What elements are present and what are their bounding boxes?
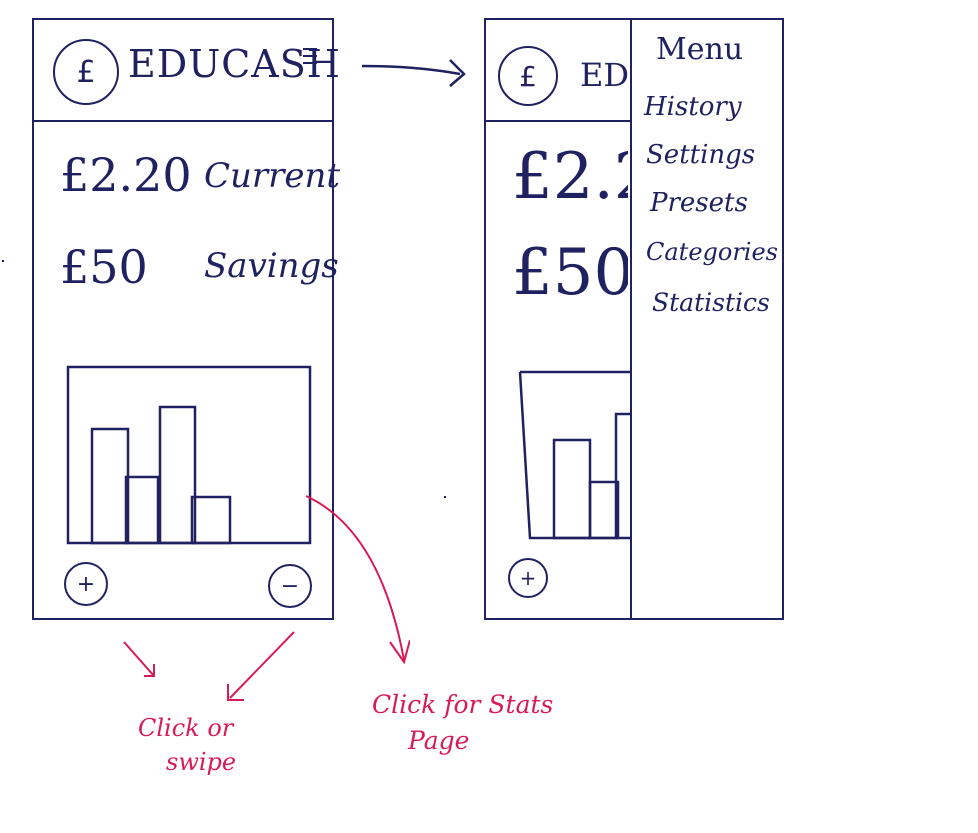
left-phone-frame: [32, 18, 334, 620]
menu-item-presets[interactable]: Presets: [650, 188, 748, 218]
left-header-divider: [32, 120, 334, 122]
chart-bar: [588, 480, 620, 540]
annotation-arrow-icon: [229, 631, 295, 699]
add-button[interactable]: +: [64, 562, 108, 606]
right-header-divider: [484, 120, 632, 122]
spending-chart[interactable]: [66, 365, 312, 547]
menu-item-categories[interactable]: Categories: [646, 238, 778, 266]
menu-title: Menu: [656, 32, 744, 67]
annotation-click-or-swipe-1: Click or: [138, 714, 234, 742]
stray-dot: [2, 260, 4, 262]
annotation-arrow-icon: [305, 495, 405, 661]
menu-item-history[interactable]: History: [644, 92, 742, 122]
side-menu-drawer: [630, 20, 782, 618]
hamburger-menu-button[interactable]: [303, 46, 317, 66]
subtract-button[interactable]: −: [268, 564, 312, 608]
current-amount: £2.20: [60, 148, 192, 202]
savings-label: Savings: [204, 246, 339, 286]
annotation-stats-page-2: Page: [408, 726, 470, 755]
menu-item-settings[interactable]: Settings: [646, 140, 756, 170]
chart-bar: [90, 427, 130, 545]
annotation-arrows: [123, 495, 410, 701]
savings-amount-partial: £50: [512, 236, 628, 310]
navigation-arrow-icon: [361, 59, 466, 87]
current-amount-partial: £2.2: [512, 140, 628, 214]
savings-amount: £50: [60, 240, 148, 294]
right-phone-frame: [484, 18, 784, 620]
pound-coin-logo-icon: £: [498, 46, 558, 106]
stray-dot: [444, 496, 446, 498]
annotation-stats-page-1: Click for Stats: [372, 690, 554, 719]
chart-bar: [190, 495, 232, 545]
current-label: Current: [204, 156, 341, 196]
chart-bar: [552, 438, 592, 540]
pound-coin-logo-icon: £: [53, 39, 119, 105]
hamburger-icon: [303, 46, 317, 66]
annotation-click-or-swipe-2: swipe: [166, 748, 237, 776]
app-title-partial: EDU: [580, 56, 628, 94]
spending-chart-partial: [518, 370, 630, 540]
annotation-arrow-icon: [123, 641, 155, 677]
chart-bar: [158, 405, 197, 545]
chart-bar: [124, 475, 160, 545]
menu-item-statistics[interactable]: Statistics: [652, 288, 770, 317]
add-button[interactable]: +: [508, 558, 548, 598]
